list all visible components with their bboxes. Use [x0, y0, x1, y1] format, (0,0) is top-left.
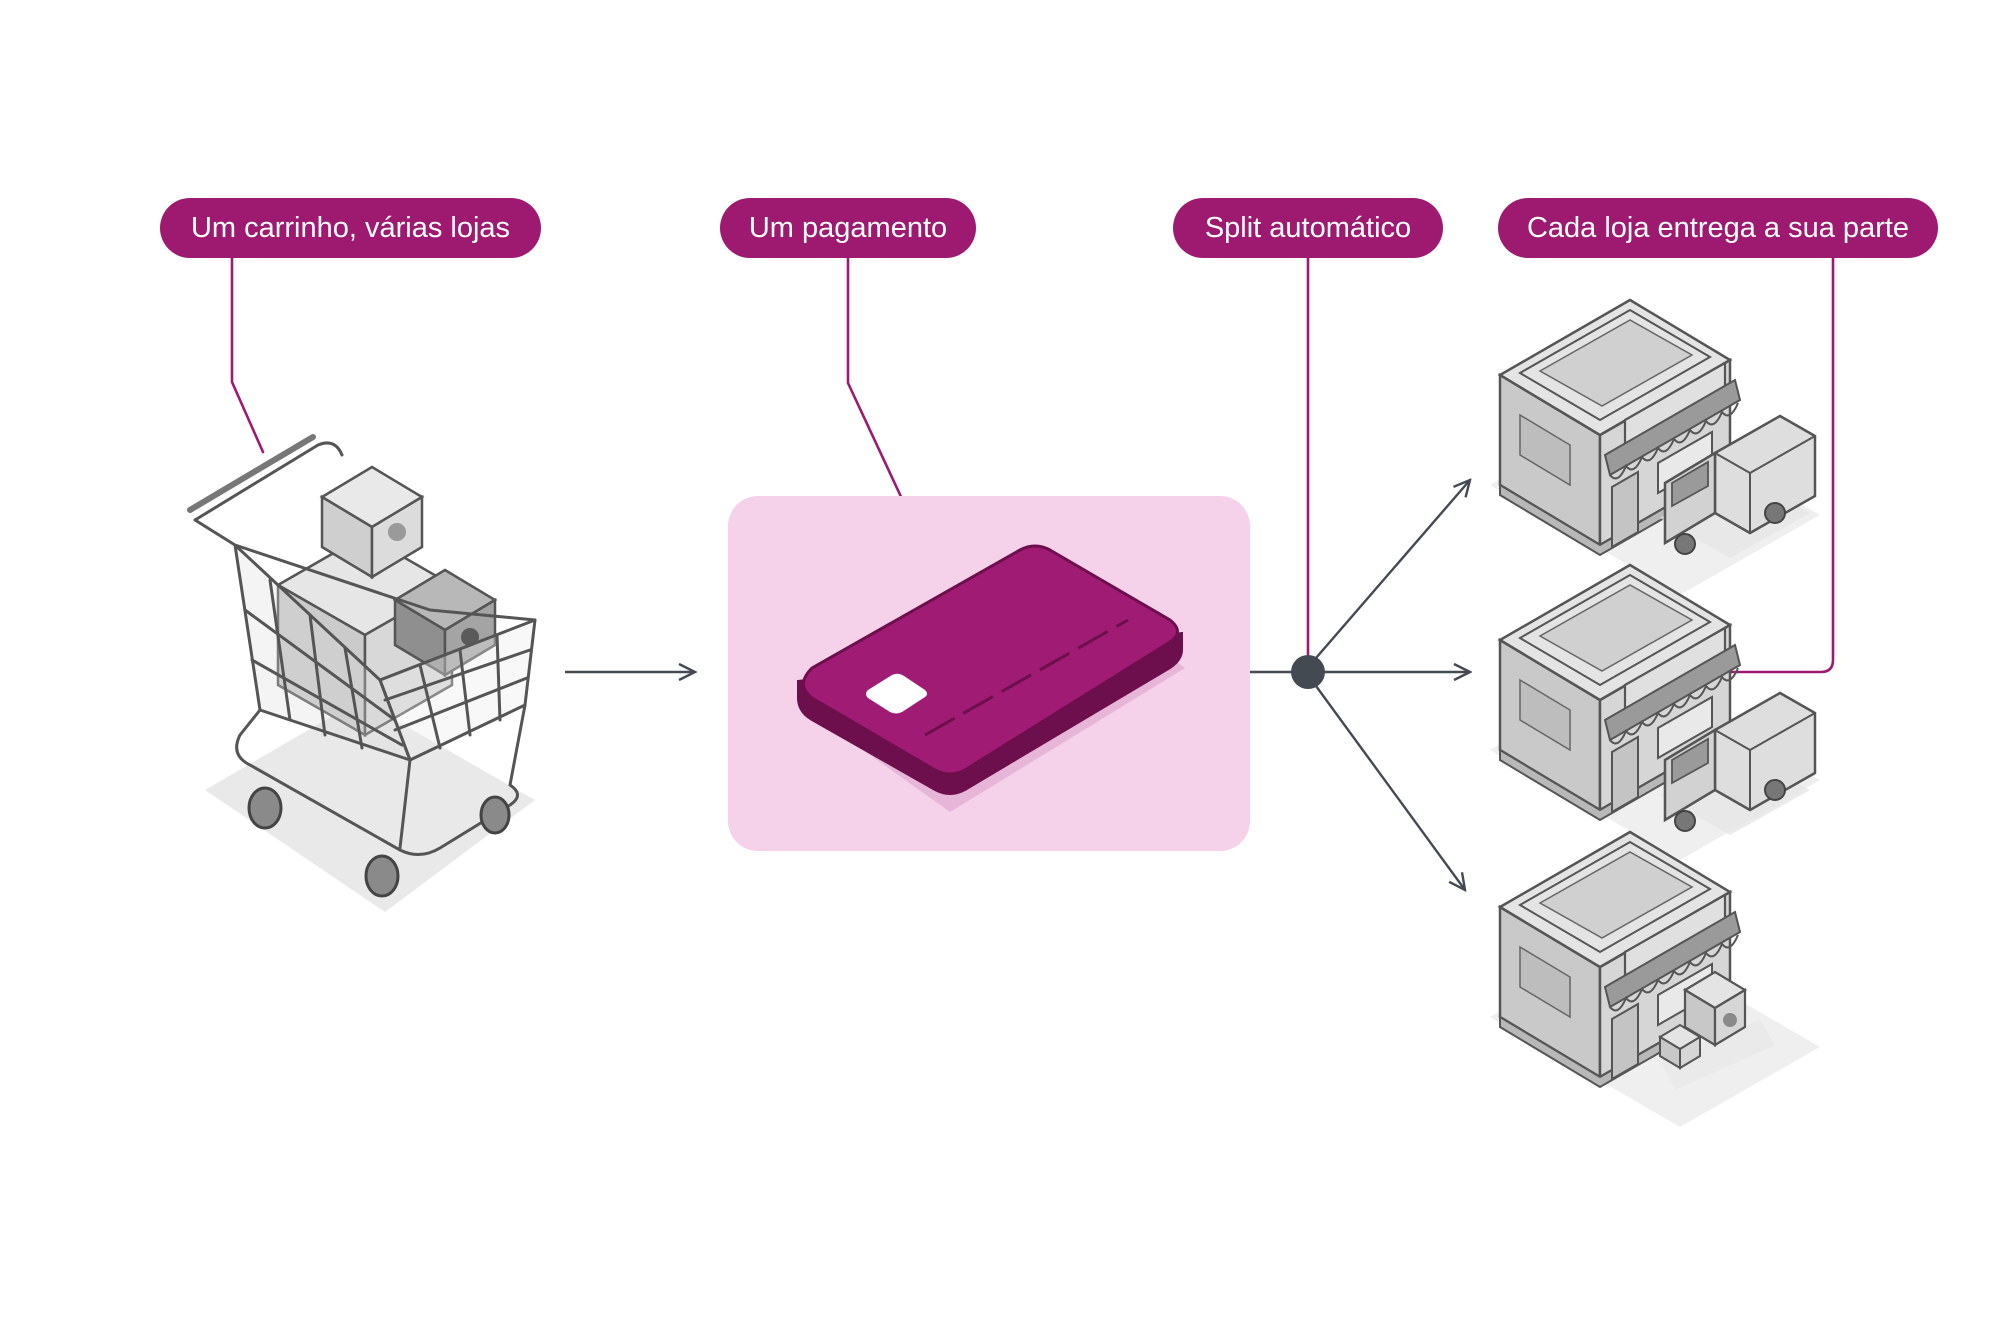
leader-line-cart [230, 256, 265, 454]
shopping-cart-icon [187, 434, 537, 912]
label-cart: Um carrinho, várias lojas [160, 198, 541, 258]
split-connectors [1250, 480, 1470, 890]
credit-card-icon [797, 544, 1185, 812]
store-icon-3 [1488, 830, 1822, 1129]
split-node-icon [1291, 655, 1325, 689]
package-icon [319, 465, 425, 580]
leader-line-stores [1713, 256, 1835, 674]
label-split: Split automático [1173, 198, 1443, 258]
label-stores: Cada loja entrega a sua parte [1498, 198, 1938, 258]
label-payment: Um pagamento [720, 198, 976, 258]
package-icon-store-3 [1658, 970, 1775, 1090]
